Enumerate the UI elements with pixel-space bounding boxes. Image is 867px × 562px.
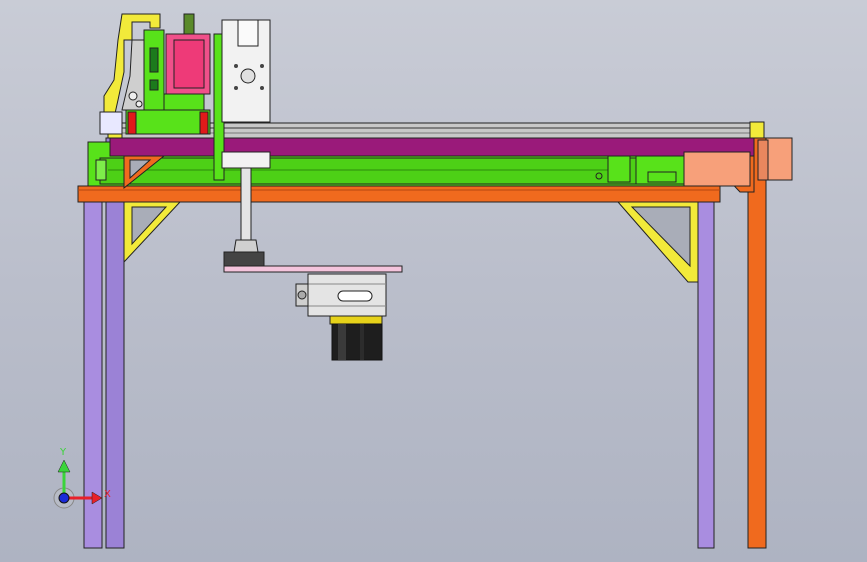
coordinate-triad: X Y	[53, 447, 111, 509]
y-axis-label: Y	[59, 447, 67, 458]
red-carriage-block[interactable]	[99, 109, 211, 135]
salmon-drive-block[interactable]	[683, 137, 793, 187]
right-front-leg[interactable]	[747, 137, 767, 549]
right-corner-bracket[interactable]	[616, 201, 699, 283]
orange-cross-beam[interactable]	[77, 185, 721, 203]
white-slide-block[interactable]	[221, 19, 271, 123]
x-axis-label: X	[104, 489, 111, 500]
left-corner-bracket[interactable]	[123, 201, 182, 264]
camera-mount-plate[interactable]	[223, 251, 403, 273]
camera-lens[interactable]	[331, 323, 383, 361]
green-motor-frame[interactable]	[143, 29, 165, 121]
magenta-top-beam[interactable]	[109, 137, 755, 157]
pink-motor[interactable]	[163, 13, 211, 111]
right-rear-leg[interactable]	[697, 191, 715, 549]
right-rail-cap	[749, 121, 765, 139]
industrial-camera[interactable]	[295, 273, 387, 325]
vertical-shaft[interactable]	[221, 151, 271, 253]
left-upper-bracket[interactable]	[123, 155, 166, 190]
